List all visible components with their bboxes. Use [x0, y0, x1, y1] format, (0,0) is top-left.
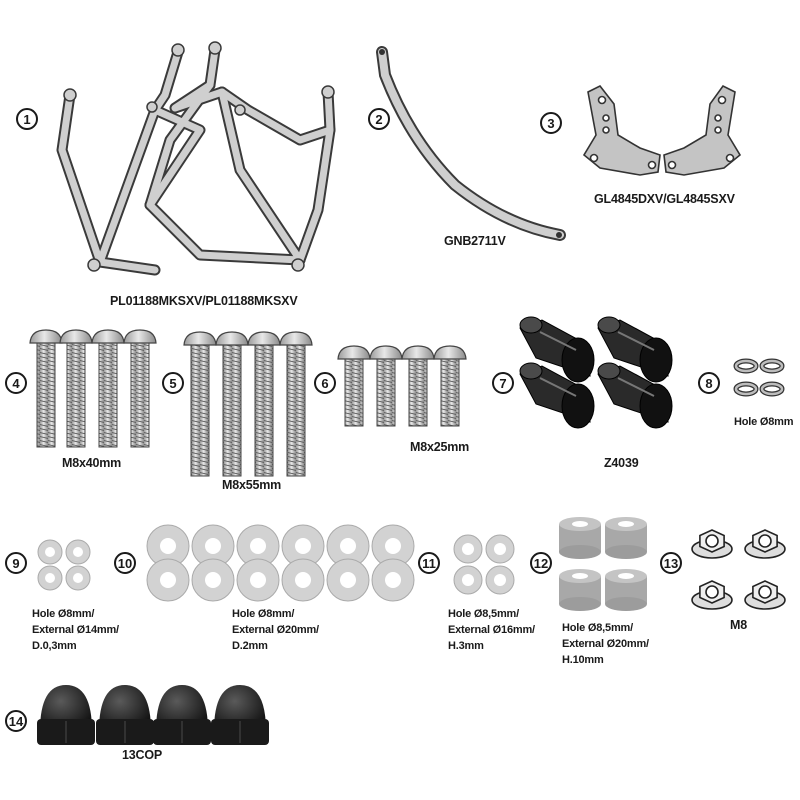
- washer-icon: [146, 558, 190, 602]
- washer-icon: [326, 524, 370, 568]
- part-code-8: Hole Ø8mm: [734, 416, 794, 428]
- washer-icon: [371, 524, 415, 568]
- part-code-2: GNB2711V: [444, 234, 506, 248]
- item-number-6: 6: [314, 372, 336, 394]
- spacer-icon: [605, 517, 647, 559]
- part-desc-9-line-2: External Ø14mm/: [32, 624, 119, 636]
- washer-icon: [37, 539, 63, 565]
- item-number-11: 11: [418, 552, 440, 574]
- screw-icon: [401, 345, 435, 427]
- washer-group: [37, 524, 515, 602]
- part-desc-10-line-2: External Ø20mm/: [232, 624, 319, 636]
- part-desc-12-line-3: H.10mm: [562, 654, 604, 666]
- curved-bar-icon: [376, 46, 566, 241]
- washer-icon: [236, 558, 280, 602]
- item-number-14: 14: [5, 710, 27, 732]
- flange-nut-icon: [744, 580, 786, 610]
- washer-icon: [485, 565, 515, 595]
- spacer-icon: [559, 569, 601, 611]
- washer-icon: [453, 565, 483, 595]
- screw-icon: [123, 329, 157, 448]
- part-desc-12-line-2: External Ø20mm/: [562, 638, 649, 650]
- cap-nut-icon: [96, 685, 154, 745]
- part-code-14: 13COP: [122, 748, 162, 762]
- screw-icon: [29, 329, 63, 448]
- flange-nut-icon: [691, 529, 786, 610]
- washer-icon: [146, 524, 190, 568]
- screw-icon: [247, 331, 281, 477]
- washer-icon: [37, 565, 63, 591]
- washer-icon: [281, 558, 325, 602]
- washer-icon: [236, 524, 280, 568]
- part-desc-10-line-3: D.2mm: [232, 640, 268, 652]
- cap-nut-icon: [211, 685, 269, 745]
- flange-nut-icon: [744, 529, 786, 559]
- part-desc-12-line-1: Hole Ø8,5mm/: [562, 622, 633, 634]
- item-number-1: 1: [16, 108, 38, 130]
- washer-icon: [281, 524, 325, 568]
- washer-icon: [65, 565, 91, 591]
- item-number-13: 13: [660, 552, 682, 574]
- part-code-5: M8x55mm: [222, 478, 282, 492]
- spacer-sleeve-icon: [519, 316, 673, 429]
- part-desc-10: Hole Ø8mm/ External Ø20mm/ D.2mm: [232, 606, 319, 654]
- pannier-frame-icon: [56, 41, 336, 276]
- cap-nut-icon: [37, 685, 269, 745]
- screw-icon: [91, 329, 125, 448]
- screw-icon: [279, 331, 313, 477]
- part-desc-11-line-1: Hole Ø8,5mm/: [448, 608, 519, 620]
- washer-icon: [326, 558, 370, 602]
- part-desc-11-line-3: H.3mm: [448, 640, 484, 652]
- part-code-1: PL01188MKSXV/PL01188MKSXV: [110, 294, 298, 308]
- spacer-sleeve-icon: [519, 316, 595, 383]
- part-code-13: M8: [730, 618, 747, 632]
- spacer-icon: [559, 517, 647, 611]
- washer-icon: [65, 539, 91, 565]
- washer-icon: [371, 558, 415, 602]
- part-desc-11-line-2: External Ø16mm/: [448, 624, 535, 636]
- item-number-5: 5: [162, 372, 184, 394]
- screw-icon: [183, 331, 217, 477]
- spacer-sleeve-icon: [597, 316, 673, 383]
- item-number-9: 9: [5, 552, 27, 574]
- spacer-icon: [605, 569, 647, 611]
- split-washer-icon: [733, 358, 785, 397]
- part-desc-11: Hole Ø8,5mm/ External Ø16mm/ H.3mm: [448, 606, 535, 654]
- item-number-8: 8: [698, 372, 720, 394]
- flange-nut-icon: [691, 529, 733, 559]
- part-code-7: Z4039: [604, 456, 639, 470]
- screw-icon: [59, 329, 93, 448]
- mounting-plate-icon: [582, 84, 742, 176]
- part-desc-9: Hole Ø8mm/ External Ø14mm/ D.0,3mm: [32, 606, 119, 654]
- screw-icon: [215, 331, 249, 477]
- item-number-3: 3: [540, 112, 562, 134]
- screw-group: [29, 329, 467, 477]
- cap-nut-icon: [37, 685, 95, 745]
- item-number-2: 2: [368, 108, 390, 130]
- part-desc-9-line-1: Hole Ø8mm/: [32, 608, 95, 620]
- flange-nut-icon: [691, 580, 733, 610]
- screw-icon: [433, 345, 467, 427]
- spacer-icon: [559, 517, 601, 559]
- item-number-10: 10: [114, 552, 136, 574]
- part-desc-10-line-1: Hole Ø8mm/: [232, 608, 295, 620]
- screw-icon: [337, 345, 371, 427]
- spacer-sleeve-icon: [519, 362, 595, 429]
- part-code-3: GL4845DXV/GL4845SXV: [594, 192, 735, 206]
- item-number-12: 12: [530, 552, 552, 574]
- cap-nut-icon: [153, 685, 211, 745]
- item-number-7: 7: [492, 372, 514, 394]
- screw-icon: [369, 345, 403, 427]
- washer-icon: [191, 558, 235, 602]
- part-code-4: M8x40mm: [62, 456, 122, 470]
- washer-icon: [453, 534, 483, 564]
- item-number-4: 4: [5, 372, 27, 394]
- part-desc-9-line-3: D.0,3mm: [32, 640, 77, 652]
- part-desc-12: Hole Ø8,5mm/ External Ø20mm/ H.10mm: [562, 620, 649, 668]
- washer-icon: [485, 534, 515, 564]
- part-code-6: M8x25mm: [410, 440, 470, 454]
- spacer-sleeve-icon: [597, 362, 673, 429]
